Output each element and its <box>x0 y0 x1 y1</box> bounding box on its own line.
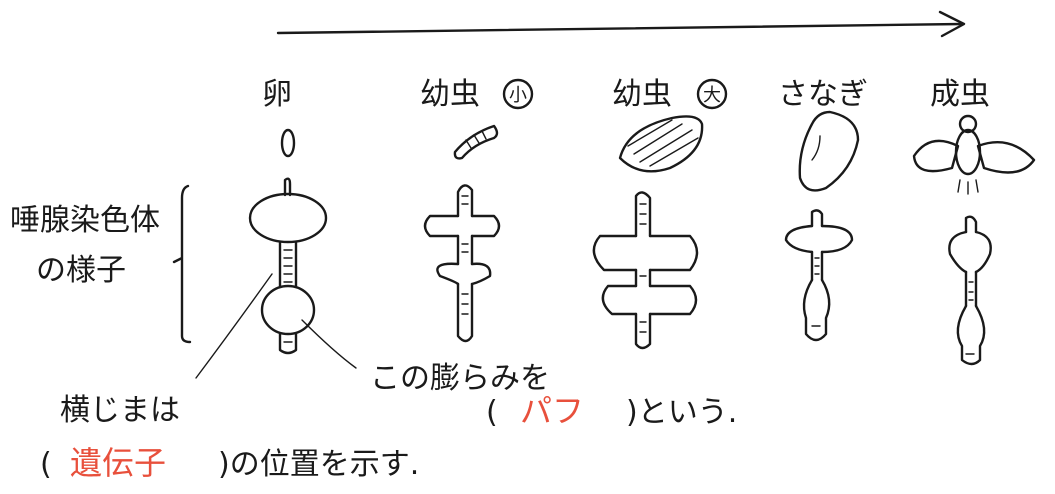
size-mark-large: 大 <box>703 85 721 106</box>
side-label-line1: 唾腺染色体 <box>10 203 160 238</box>
size-mark-circle <box>502 78 534 110</box>
stage-label-larva-small: 幼虫 <box>420 77 480 112</box>
pointer-puff <box>301 319 357 369</box>
timeline-arrow <box>276 10 966 38</box>
side-label-line2: の様子 <box>36 253 126 288</box>
stripes-open-paren: ( <box>40 447 52 482</box>
stripes-note: 横じまは <box>60 393 180 428</box>
stage-label-pupa: さなぎ <box>778 77 868 112</box>
puff-note: この膨らみを <box>370 361 550 396</box>
puff-close-text: )という. <box>626 395 737 430</box>
size-mark-circle <box>696 78 728 110</box>
large-larva-drawing <box>618 115 704 173</box>
size-mark-small: 小 <box>509 85 527 106</box>
chromosome-pupa <box>784 209 854 342</box>
chromosome-egg <box>248 177 328 355</box>
stage-label-adult: 成虫 <box>930 77 990 112</box>
puff-answer: パフ <box>520 392 584 430</box>
egg-drawing <box>280 128 296 158</box>
adult-fly-drawing <box>912 114 1036 195</box>
chromosome-larva-large <box>592 191 699 350</box>
puff-open-paren: ( <box>486 395 498 430</box>
chromosome-adult <box>948 215 992 366</box>
side-bracket <box>172 184 192 344</box>
pointer-stripes <box>195 273 273 379</box>
stripes-close-text: )の位置を示す. <box>218 447 419 482</box>
stripes-answer: 遺伝子 <box>70 444 166 482</box>
pupa-drawing <box>798 110 860 192</box>
stage-label-egg: 卵 <box>262 77 292 112</box>
chromosome-larva-small <box>423 184 501 343</box>
small-larva-drawing <box>453 124 499 160</box>
stage-larva-small: 幼虫 小 <box>420 77 534 112</box>
stage-label-larva-large: 幼虫 <box>612 77 672 112</box>
stage-larva-large: 幼虫 大 <box>612 77 728 112</box>
